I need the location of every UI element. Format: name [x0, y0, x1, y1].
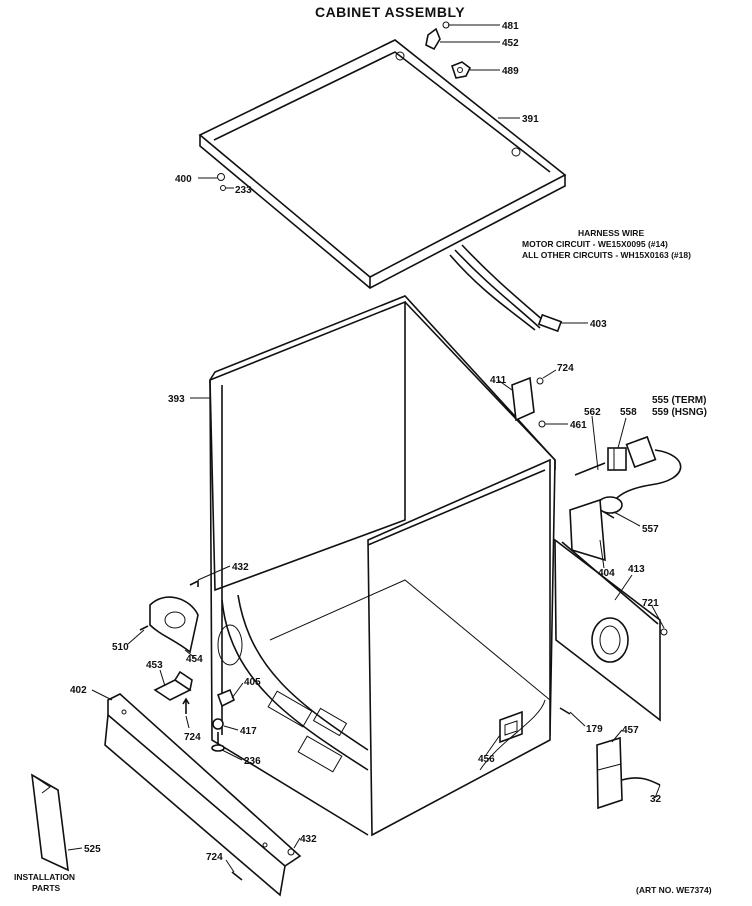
label-411: 411	[490, 375, 507, 386]
clip-432	[189, 579, 199, 587]
toe-kick-402	[104, 693, 302, 897]
label-461: 461	[570, 420, 587, 431]
label-724-left: 724	[184, 732, 201, 743]
wire-562	[574, 462, 606, 476]
label-453: 453	[146, 660, 163, 671]
component-457	[596, 736, 661, 810]
installation-label-line1: INSTALLATION	[14, 872, 75, 882]
screw-400	[217, 173, 226, 191]
back-panel-413	[554, 538, 661, 722]
label-555: 555 (TERM)	[652, 395, 706, 406]
cabinet-body-393	[209, 295, 556, 837]
label-391: 391	[522, 114, 539, 125]
panel-404	[569, 498, 606, 562]
label-393: 393	[168, 394, 185, 405]
harness-note: HARNESS WIRE MOTOR CIRCUIT - WE15X0095 (…	[522, 228, 691, 260]
harness-note-line1: HARNESS WIRE	[578, 228, 644, 238]
screw-179	[559, 707, 571, 715]
screw-461	[538, 420, 546, 428]
bracket-453	[153, 670, 193, 701]
label-724-top: 724	[557, 363, 574, 374]
terminal-housing-559	[625, 435, 657, 469]
label-179: 179	[586, 724, 603, 735]
label-417: 417	[240, 726, 257, 737]
screw-510	[139, 625, 149, 631]
label-481: 481	[502, 21, 519, 32]
label-489: 489	[502, 66, 519, 77]
diagram-title: CABINET ASSEMBLY	[314, 4, 466, 20]
label-405: 405	[244, 677, 261, 688]
screw-724-left	[182, 697, 190, 714]
bearing-454	[149, 596, 199, 654]
label-432-top: 432	[232, 562, 249, 573]
harness-note-line2: MOTOR CIRCUIT - WE15X0095 (#14)	[522, 239, 668, 249]
label-432-bottom: 432	[300, 834, 317, 845]
label-557: 557	[642, 524, 659, 535]
harness-wire-403	[449, 244, 563, 333]
label-452: 452	[502, 38, 519, 49]
leader-lines	[67, 24, 665, 873]
clip-432-bottom	[287, 848, 295, 856]
label-559: 559 (HSNG)	[652, 407, 707, 418]
top-cover-391	[198, 39, 567, 289]
screw-721	[660, 628, 668, 636]
label-402: 402	[70, 685, 87, 696]
label-32: 32	[650, 794, 662, 805]
label-404: 404	[598, 568, 615, 579]
screw-724-bottom	[231, 871, 243, 881]
label-562: 562	[584, 407, 601, 418]
label-454: 454	[186, 654, 203, 665]
label-525: 525	[84, 844, 101, 855]
leveling-leg-236	[211, 732, 225, 752]
harness-note-line3: ALL OTHER CIRCUITS - WH15X0163 (#18)	[522, 250, 691, 260]
label-721: 721	[642, 598, 659, 609]
label-403: 403	[590, 319, 607, 330]
installation-label-line2: PARTS	[32, 883, 61, 893]
label-400: 400	[175, 174, 192, 185]
label-457: 457	[622, 725, 639, 736]
installation-envelope-525	[31, 773, 69, 872]
clip-405	[216, 688, 236, 708]
label-456: 456	[478, 754, 495, 765]
terminal-block-558	[607, 447, 627, 471]
part-labels: 481 452 489 391 400 233 403 724 411 461 …	[70, 21, 707, 863]
label-558: 558	[620, 407, 637, 418]
screw-724-top	[536, 377, 544, 385]
art-number: (ART NO. WE7374)	[636, 885, 712, 895]
label-236: 236	[244, 756, 261, 767]
bracket-411	[511, 376, 535, 422]
label-413: 413	[628, 564, 645, 575]
label-724-bottom: 724	[206, 852, 223, 863]
label-233: 233	[235, 185, 252, 196]
label-510: 510	[112, 642, 129, 653]
washer-417	[212, 718, 224, 730]
